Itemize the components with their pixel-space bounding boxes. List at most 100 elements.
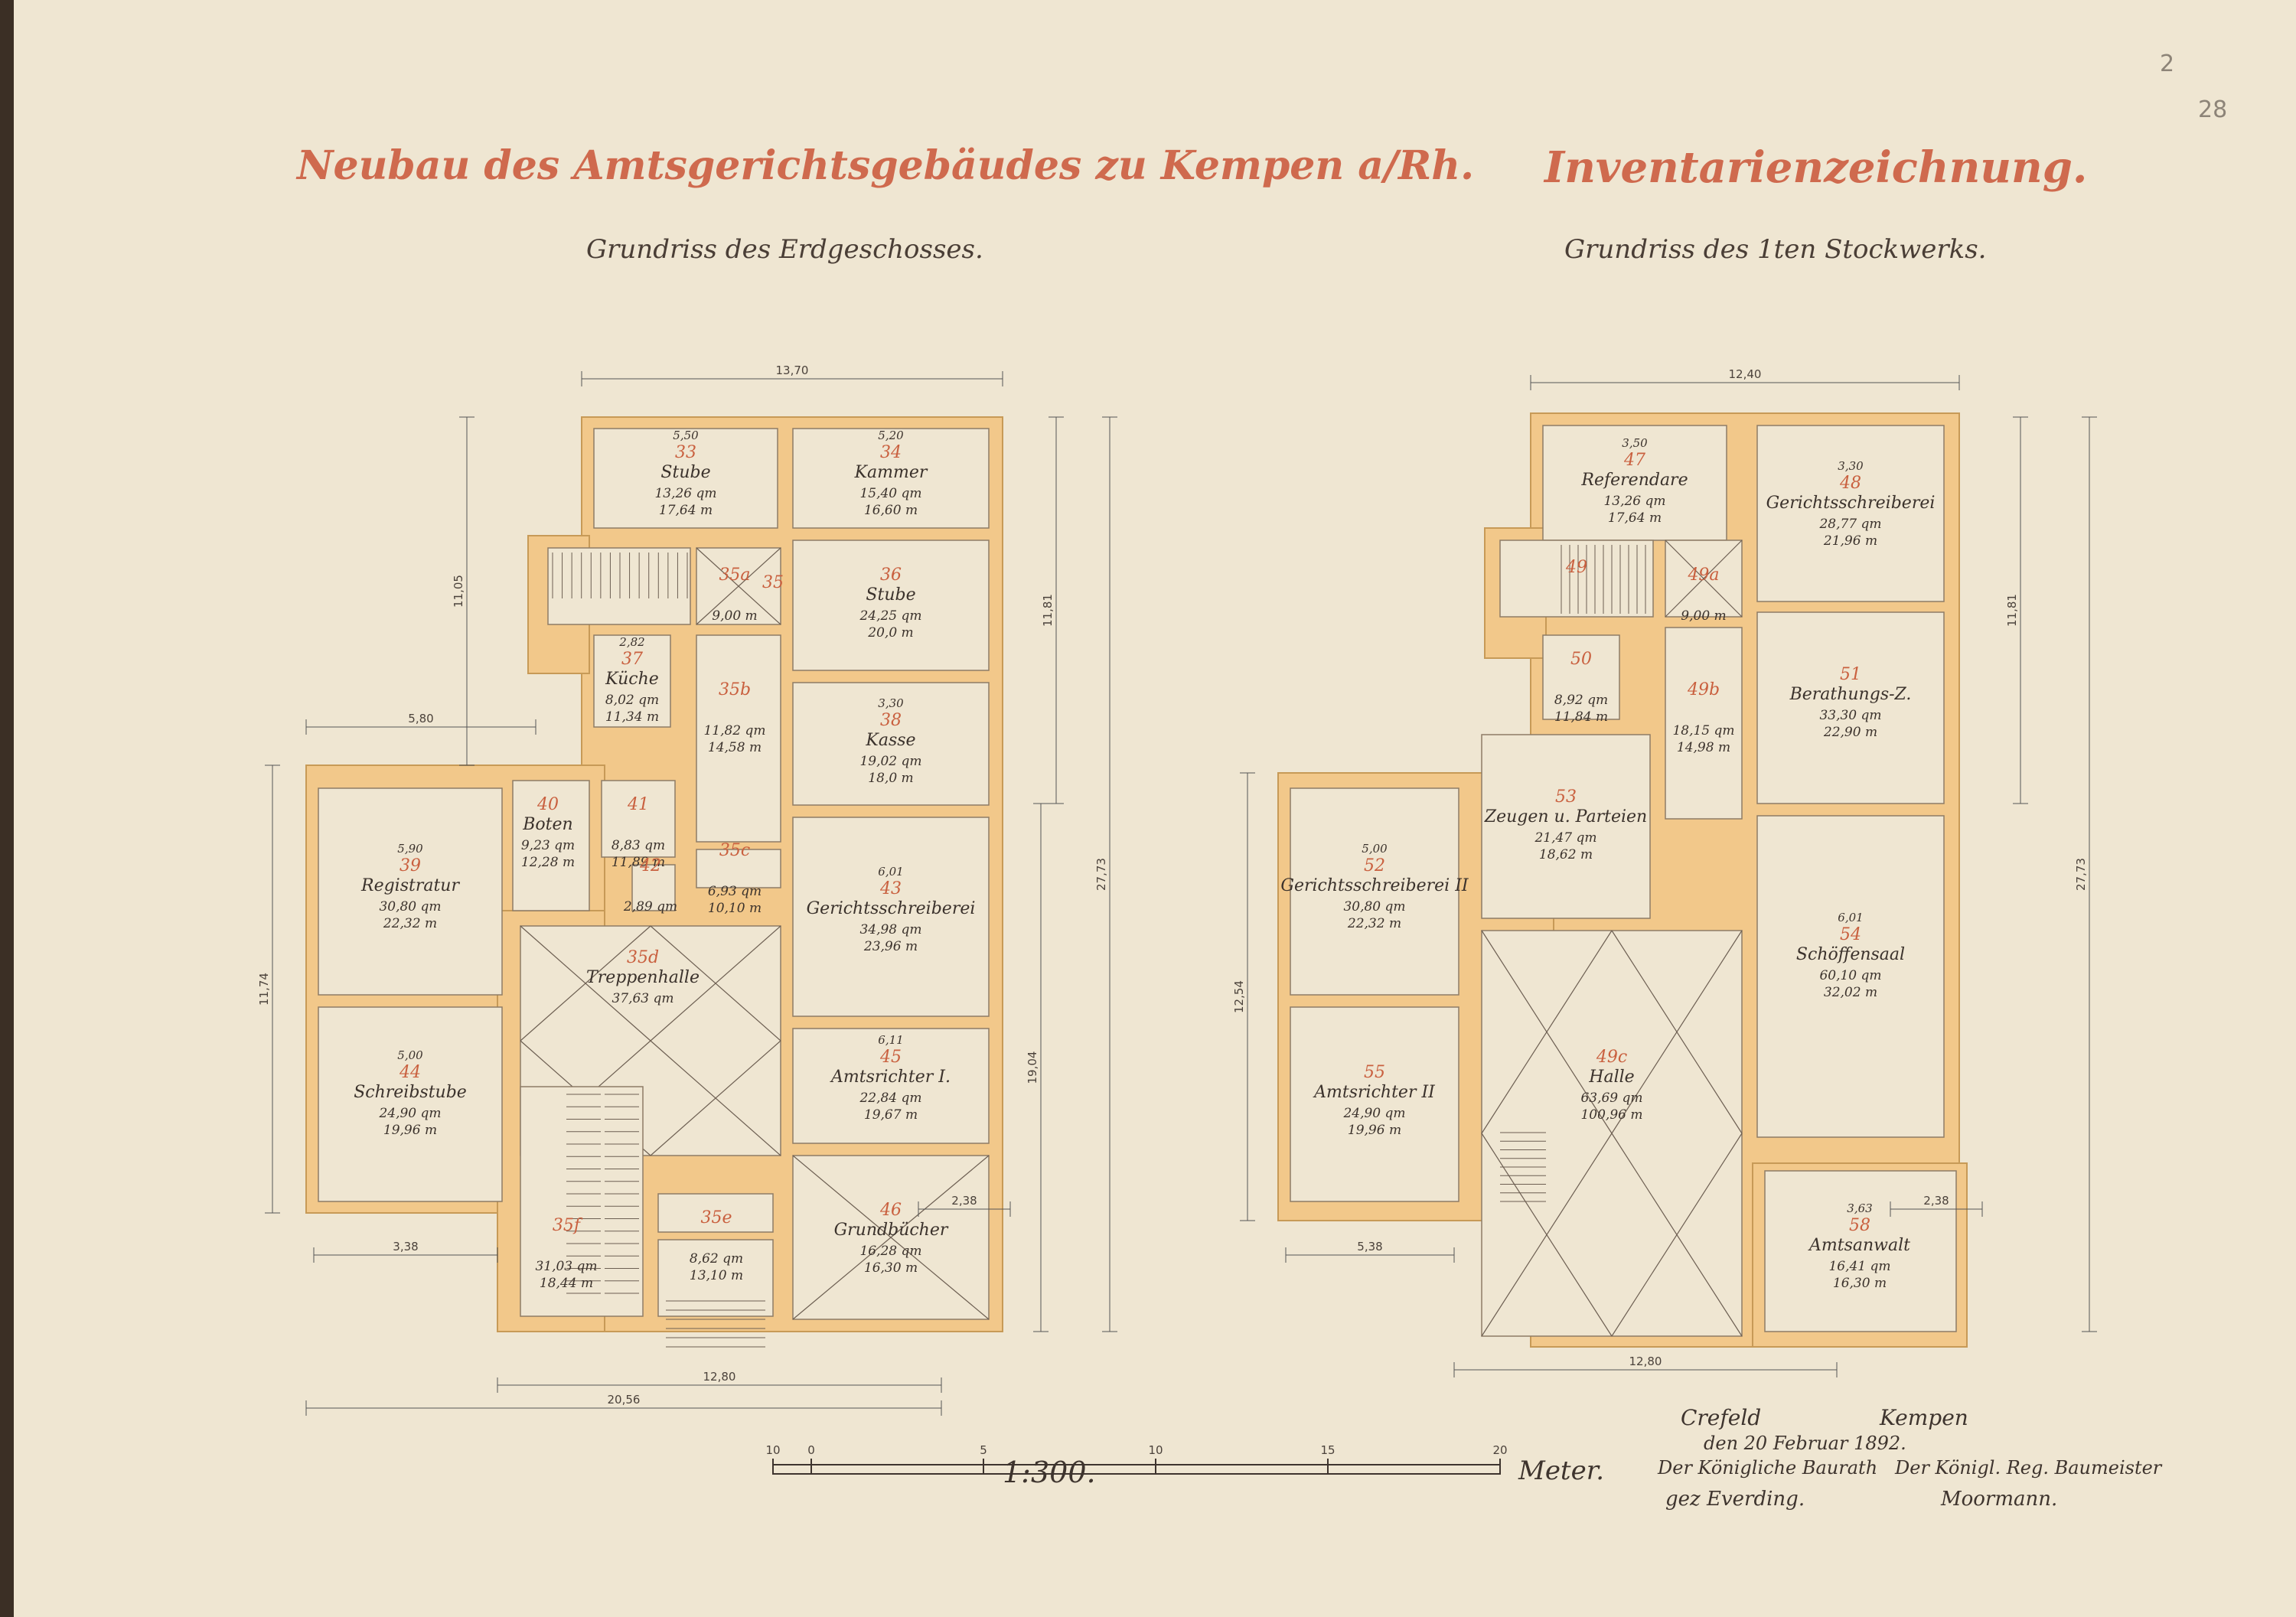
vault-line: [696, 547, 781, 625]
signature-office-left: Der Königliche Baurath: [1658, 1457, 1878, 1478]
room-area: 19,96 m: [1348, 1123, 1401, 1138]
room-number: 38: [880, 711, 902, 730]
room-number: 35a: [719, 566, 750, 585]
vault-line: [650, 925, 781, 1042]
room-number: 49: [1565, 558, 1587, 577]
room-width: 2,82: [618, 635, 644, 649]
room-number: 44: [399, 1063, 421, 1082]
room-area: 11,34 m: [605, 709, 659, 725]
room-interior: [696, 634, 781, 843]
room-area: 24,90 qm: [378, 1106, 441, 1121]
room-area: 22,32 m: [383, 916, 437, 931]
room-area: 16,28 qm: [859, 1244, 921, 1259]
room-area: 18,62 m: [1539, 847, 1593, 862]
dimension-label: 11,81: [2005, 594, 2019, 627]
signature-office-right: Der Königl. Reg. Baumeister: [1895, 1457, 2162, 1478]
room-area: 20,0 m: [867, 625, 913, 641]
room-number: 35f: [553, 1216, 583, 1235]
room-area: 30,80 qm: [379, 899, 441, 914]
room-area: 9,23 qm: [521, 838, 575, 853]
room-area: 16,30 m: [1833, 1276, 1887, 1291]
dimension-label: 12,54: [1232, 980, 1246, 1013]
room-area: 11,82 qm: [703, 723, 765, 738]
room-interior: [1290, 787, 1459, 996]
signature-name-left: gez Everding.: [1665, 1488, 1805, 1511]
signature-date: den 20 Februar 1892.: [1704, 1433, 1906, 1454]
room-width: 5,00: [397, 1048, 423, 1062]
room-width: 3,30: [878, 696, 904, 710]
room-name: Berathungs-Z.: [1789, 685, 1912, 704]
room-area: 2,89 qm: [623, 899, 677, 914]
room-number: 33: [675, 443, 696, 462]
room-interior: [792, 682, 990, 806]
room-area: 19,96 m: [383, 1123, 437, 1138]
room-area: 18,15 qm: [1672, 723, 1734, 738]
room-area: 18,0 m: [868, 771, 913, 786]
room-interior: [1665, 627, 1743, 820]
room-area: 33,30 qm: [1819, 708, 1881, 723]
dimension-label: 2,38: [951, 1194, 977, 1208]
dimension-label: 20,56: [608, 1393, 641, 1407]
archive-number: 28: [2198, 96, 2228, 123]
room-area: 16,30 m: [864, 1260, 918, 1276]
room-area: 24,90 qm: [1342, 1106, 1405, 1121]
room-area: 13,26 qm: [1603, 494, 1665, 509]
room-number: 45: [879, 1048, 902, 1067]
room-interior: [512, 780, 590, 911]
room-interior: [1756, 425, 1945, 602]
room-area: 11,89 m: [612, 855, 665, 870]
room-area: 10,10 m: [708, 901, 762, 916]
vault-line: [1611, 930, 1743, 1134]
room-interior: [1481, 734, 1651, 919]
room-area: 63,69 qm: [1580, 1090, 1642, 1106]
dimension-label: 11,05: [452, 575, 465, 608]
room-area: 21,47 qm: [1534, 830, 1596, 846]
room-number: 47: [1623, 451, 1645, 470]
room-name: Registratur: [360, 876, 460, 895]
room-area: 18,44 m: [540, 1276, 593, 1291]
room-area: 16,41 qm: [1828, 1259, 1890, 1274]
room-name: Amtsrichter I.: [830, 1068, 951, 1087]
room-interior: [792, 540, 990, 671]
room-number: 35d: [627, 948, 659, 967]
room-interior: [631, 864, 676, 911]
first-floor-subtitle: Grundriss des 1ten Stockwerks.: [1564, 234, 1987, 265]
room-number: 55: [1364, 1063, 1385, 1082]
room-area: 100,96 m: [1580, 1107, 1642, 1123]
room-name: Gerichtsschreiberei: [1766, 494, 1936, 513]
room-area: 13,10 m: [690, 1268, 743, 1283]
room-number: 40: [536, 795, 559, 814]
page-number: 2: [2160, 51, 2175, 77]
room-width: 5,50: [673, 429, 699, 442]
room-name: Halle: [1588, 1068, 1634, 1087]
room-area: 24,25 qm: [859, 608, 921, 624]
room-area: 16,60 m: [864, 503, 918, 518]
room-number: 37: [621, 650, 643, 669]
dimension-label: 5,80: [408, 712, 433, 725]
scale-tick-label: 15: [1320, 1443, 1335, 1457]
room-35: 35: [762, 573, 784, 592]
room-area: 14,58 m: [708, 740, 762, 755]
room-area: 34,98 qm: [859, 922, 921, 937]
dimension-label: 27,73: [2074, 858, 2088, 891]
room-area: 17,64 m: [659, 503, 713, 518]
room-49: 49: [1565, 558, 1587, 577]
room-interior: [792, 1028, 990, 1144]
vault-line: [1481, 930, 1613, 1134]
room-number: 53: [1555, 787, 1577, 807]
